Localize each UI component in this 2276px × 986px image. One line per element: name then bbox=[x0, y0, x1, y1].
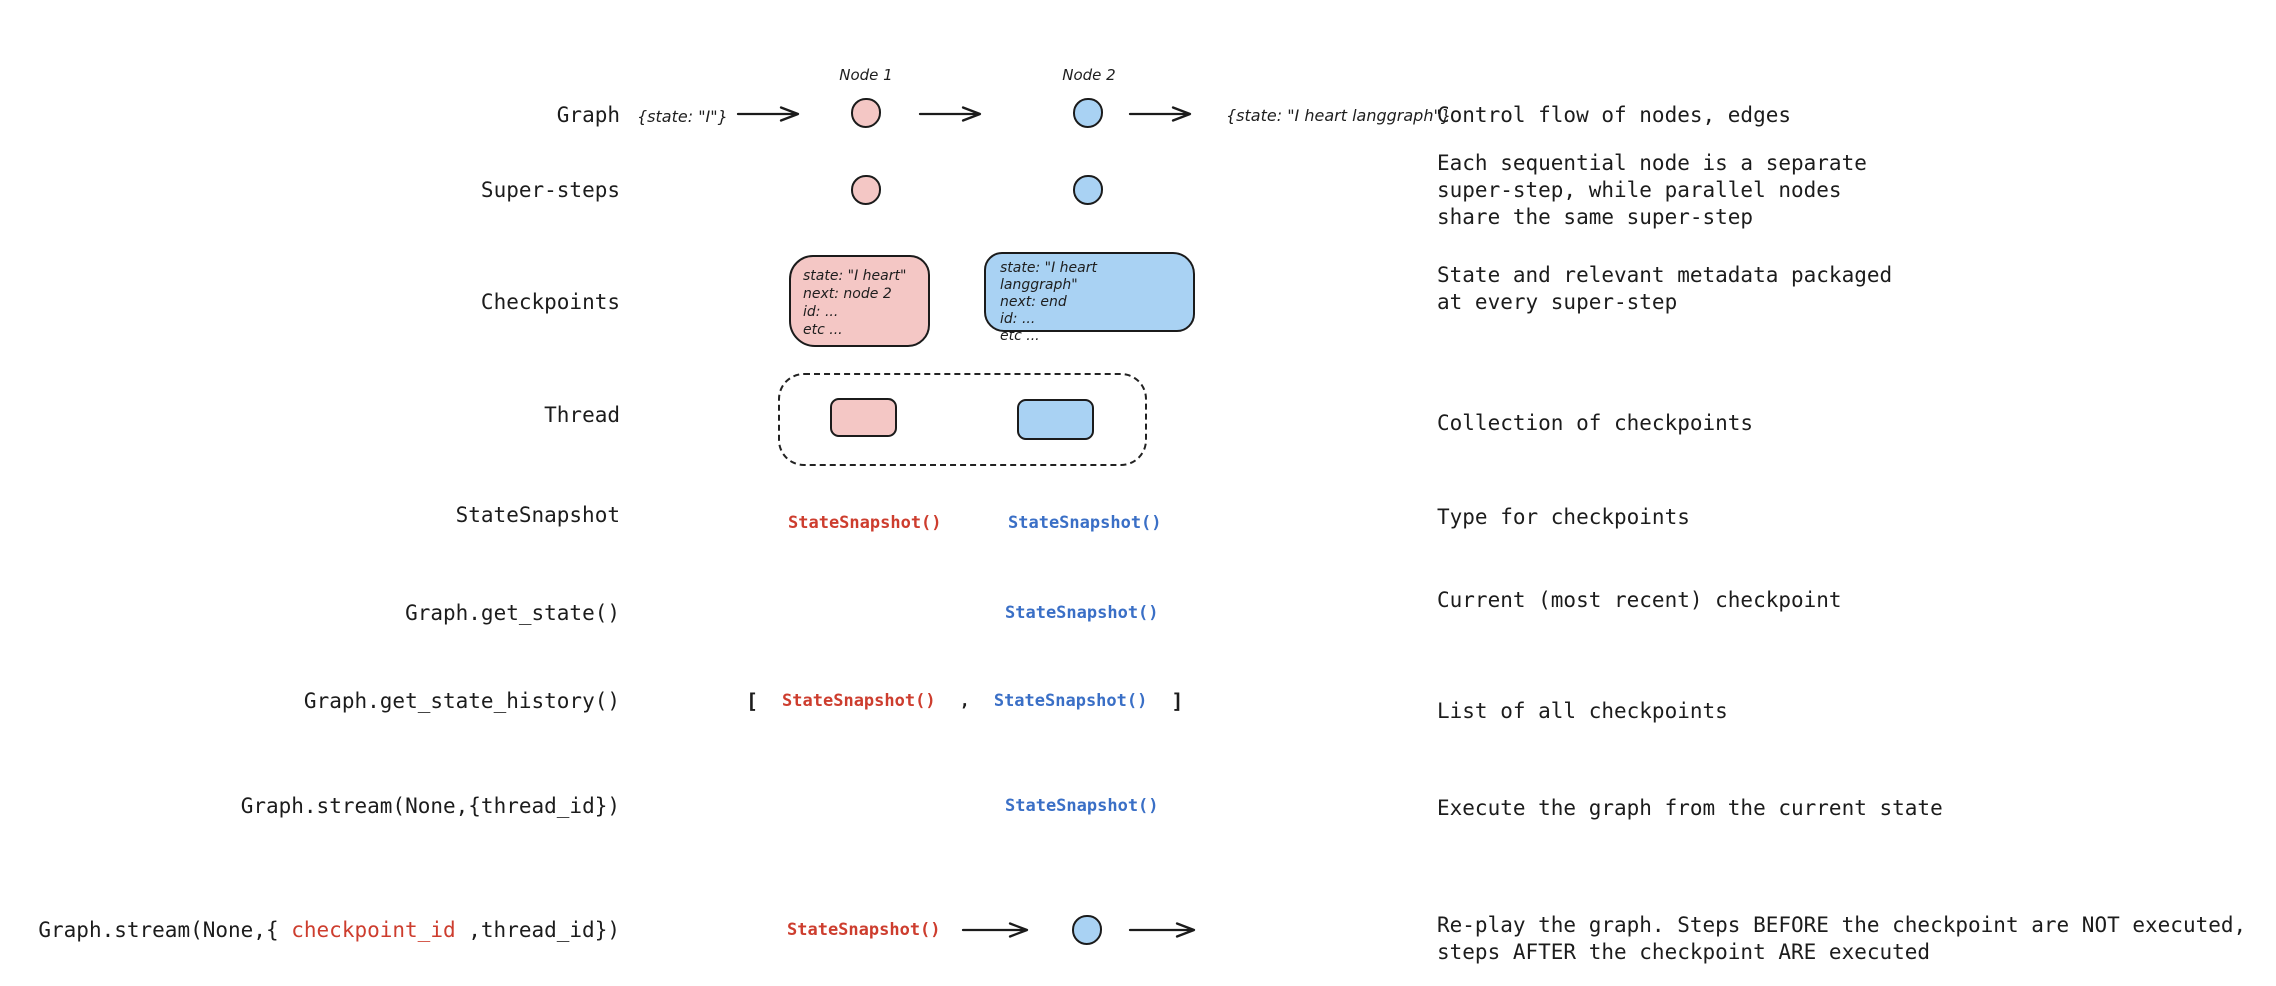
checkpoint-card-pink: state: "I heart" next: node 2 id: ... et… bbox=[789, 255, 930, 347]
arrow-right-icon bbox=[918, 106, 982, 122]
arrow-right-icon bbox=[1128, 922, 1196, 938]
description-thread: Collection of checkpoints bbox=[1437, 411, 1754, 435]
comma: , bbox=[959, 691, 970, 711]
checkpoint-id-arg: checkpoint_id bbox=[291, 918, 456, 942]
row-label-checkpoints: Checkpoints bbox=[480, 290, 620, 314]
node2-circle bbox=[1073, 98, 1103, 128]
statesnapshot-red-token: StateSnapshot() bbox=[788, 513, 942, 533]
replay-node-circle bbox=[1072, 915, 1102, 945]
description-checkpoints: State and relevant metadata packaged at … bbox=[1437, 263, 1893, 314]
state-history-list: [ StateSnapshot() , StateSnapshot() ] bbox=[746, 688, 1183, 714]
get-state-result-token: StateSnapshot() bbox=[1005, 603, 1159, 623]
label-prefix: Graph.stream(None,{ bbox=[38, 918, 292, 942]
description-get-state: Current (most recent) checkpoint bbox=[1437, 588, 1842, 612]
description-stream-thread: Execute the graph from the current state bbox=[1437, 796, 1943, 820]
statesnapshot-red-token: StateSnapshot() bbox=[787, 920, 941, 940]
row-label-get-state-history: Graph.get_state_history() bbox=[303, 689, 620, 713]
row-label-stream-thread: Graph.stream(None,{thread_id}) bbox=[240, 794, 620, 818]
close-bracket: ] bbox=[1171, 689, 1184, 713]
row-label-stream-checkpoint: Graph.stream(None,{ checkpoint_id ,threa… bbox=[38, 917, 620, 943]
open-bracket: [ bbox=[746, 689, 759, 713]
statesnapshot-blue-token: StateSnapshot() bbox=[1008, 513, 1162, 533]
thread-checkpoint-blue bbox=[1017, 399, 1094, 440]
stream-result-token: StateSnapshot() bbox=[1005, 796, 1159, 816]
node1-circle bbox=[851, 98, 881, 128]
node1-label: Node 1 bbox=[839, 66, 893, 84]
description-stream-checkpoint: Re-play the graph. Steps BEFORE the chec… bbox=[1437, 913, 2247, 964]
checkpoint-blue-content: state: "I heart langgraph" next: end id:… bbox=[1000, 260, 1097, 344]
arrow-right-icon bbox=[961, 922, 1029, 938]
description-graph: Control flow of nodes, edges bbox=[1437, 103, 1792, 127]
row-label-super-steps: Super-steps bbox=[480, 178, 620, 202]
graph-input-state: {state: "I"} bbox=[637, 107, 728, 126]
description-get-state-history: List of all checkpoints bbox=[1437, 699, 1728, 723]
row-label-statesnapshot: StateSnapshot bbox=[455, 503, 620, 527]
description-statesnapshot: Type for checkpoints bbox=[1437, 505, 1690, 529]
row-label-graph: Graph bbox=[556, 103, 620, 127]
super-step-node2-circle bbox=[1073, 175, 1103, 205]
statesnapshot-red-token: StateSnapshot() bbox=[782, 691, 936, 711]
checkpoint-card-blue: state: "I heart langgraph" next: end id:… bbox=[984, 252, 1195, 344]
arrow-right-icon bbox=[736, 106, 800, 122]
label-suffix: ,thread_id}) bbox=[455, 918, 620, 942]
thread-checkpoint-pink bbox=[830, 398, 897, 437]
checkpoint-pink-content: state: "I heart" next: node 2 id: ... et… bbox=[803, 268, 907, 338]
statesnapshot-blue-token: StateSnapshot() bbox=[993, 691, 1148, 711]
graph-output-state: {state: "I heart langgraph"} bbox=[1226, 106, 1451, 125]
super-step-node1-circle bbox=[851, 175, 881, 205]
thread-dashed-container bbox=[778, 373, 1147, 466]
row-label-get-state: Graph.get_state() bbox=[405, 601, 620, 625]
row-label-thread: Thread bbox=[544, 403, 620, 427]
arrow-right-icon bbox=[1128, 106, 1192, 122]
description-super-steps: Each sequential node is a separate super… bbox=[1437, 151, 1867, 229]
node2-label: Node 2 bbox=[1062, 66, 1116, 84]
